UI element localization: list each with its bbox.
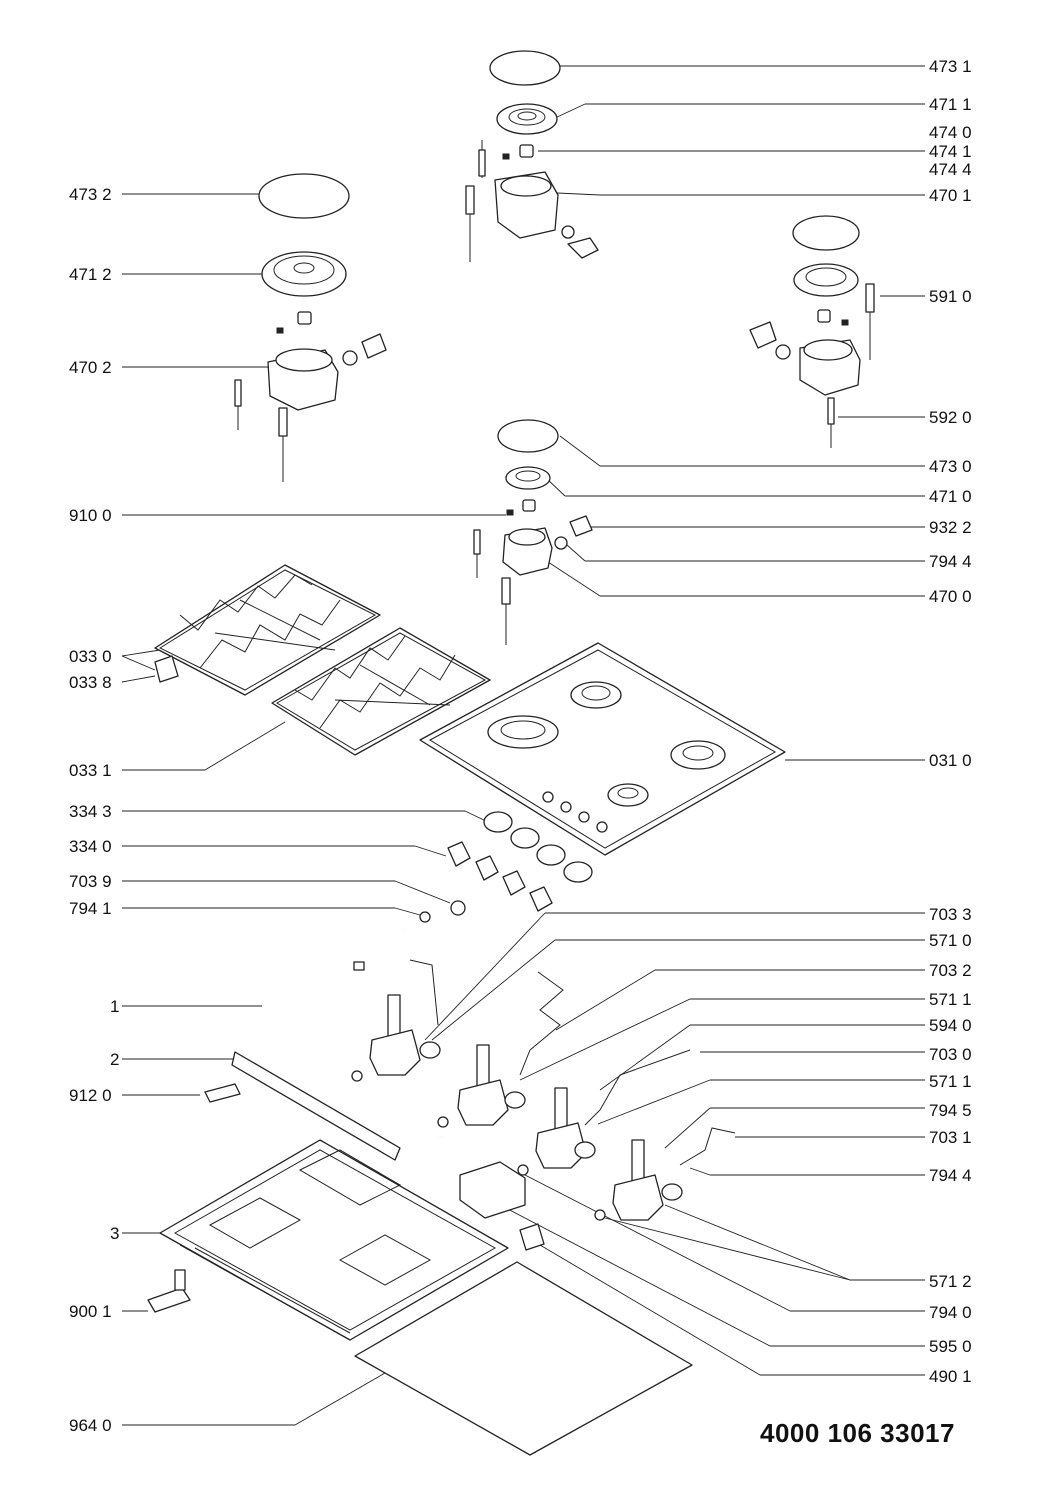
burner-crown-471-1 [496, 103, 558, 135]
gas-tap-571-0 [369, 994, 441, 1076]
gas-pipes [409, 959, 736, 1166]
label-473-1: 473 1 [929, 57, 972, 76]
burner-assembly-right [749, 215, 875, 448]
screw-912-0 [204, 1083, 241, 1103]
burner-crown-471-0 [505, 466, 551, 490]
label-334-3: 334 3 [69, 802, 112, 821]
label-033-8: 033 8 [69, 673, 112, 692]
screw-910-0 [506, 509, 514, 516]
label-470-1: 470 1 [929, 186, 972, 205]
rail-2 [204, 1051, 401, 1161]
label-595-0: 595 0 [929, 1337, 972, 1356]
hob-top-031-0 [419, 642, 786, 856]
label-470-2: 470 2 [69, 358, 112, 377]
label-900-1: 900 1 [69, 1302, 112, 1321]
label-471-1: 471 1 [929, 95, 972, 114]
label-3: 3 [110, 1224, 119, 1243]
base-tray-3 [159, 1139, 509, 1341]
label-571-1-bottom: 571 1 [929, 1072, 972, 1091]
label-474-1: 474 1 [929, 142, 972, 161]
seal-794-4 [554, 536, 568, 550]
gas-manifold-1 [259, 900, 466, 1140]
gas-tap-571-1 [457, 1044, 526, 1126]
leader-lines [121, 65, 925, 1426]
ignition-generator-595-0 [459, 1161, 545, 1251]
label-471-2: 471 2 [69, 265, 112, 284]
pan-support-left-033-0 [154, 564, 381, 696]
label-033-1: 033 1 [69, 761, 112, 780]
right-labels: 473 1 471 1 474 0 474 1 474 4 470 1 591 … [929, 57, 972, 1386]
seal-ring [561, 225, 575, 239]
left-labels: 473 2 471 2 470 2 910 0 033 0 033 8 033 … [69, 185, 119, 1435]
label-471-0: 471 0 [929, 487, 972, 506]
label-964-0: 964 0 [69, 1416, 112, 1435]
gasket-964-0 [354, 1261, 693, 1456]
foot-033-8 [154, 655, 179, 683]
label-473-2: 473 2 [69, 185, 112, 204]
label-571-2: 571 2 [929, 1272, 972, 1291]
connector-490-1 [519, 1223, 545, 1251]
label-474-0: 474 0 [929, 123, 972, 142]
label-592-0: 592 0 [929, 408, 972, 427]
label-1: 1 [110, 997, 119, 1016]
fitting-703-9 [450, 900, 466, 916]
label-910-0: 910 0 [69, 506, 112, 525]
label-334-0: 334 0 [69, 837, 112, 856]
label-2: 2 [110, 1050, 119, 1069]
label-703-0: 703 0 [929, 1045, 972, 1064]
label-591-0: 591 0 [929, 287, 972, 306]
label-033-0: 033 0 [69, 647, 112, 666]
burner-cap-473-2 [258, 173, 350, 219]
burner-cap-473-1 [489, 50, 561, 86]
label-490-1: 490 1 [929, 1367, 972, 1386]
label-473-0: 473 0 [929, 457, 972, 476]
label-912-0: 912 0 [69, 1086, 112, 1105]
electrode-592-0 [827, 397, 835, 425]
label-703-1: 703 1 [929, 1128, 972, 1147]
label-703-9: 703 9 [69, 872, 112, 891]
burner-crown-right [793, 263, 859, 297]
gas-tap-571-1b [535, 1087, 596, 1169]
burner-assembly-left [234, 173, 387, 482]
burner-crown-471-2 [261, 251, 347, 297]
gas-tap-571-2 [612, 1139, 683, 1221]
label-794-1: 794 1 [69, 899, 112, 918]
label-794-0: 794 0 [929, 1303, 972, 1322]
label-594-0: 594 0 [929, 1016, 972, 1035]
injector [297, 311, 312, 325]
label-794-4-bottom: 794 4 [929, 1166, 972, 1185]
knob [447, 841, 471, 867]
label-031-0: 031 0 [929, 751, 972, 770]
injector-474-0 [519, 144, 534, 158]
thermocouple-591-0 [865, 283, 875, 313]
label-794-4-top: 794 4 [929, 552, 972, 571]
label-703-2: 703 2 [929, 961, 972, 980]
document-number: 4000 106 33017 [760, 1418, 955, 1448]
pan-support-right-033-1 [271, 627, 491, 756]
burner-assembly-small [473, 419, 593, 645]
clip [567, 237, 599, 259]
clip-932-2 [569, 515, 593, 537]
label-571-0: 571 0 [929, 931, 972, 950]
clip-900-1 [147, 1269, 191, 1313]
knob-cap [483, 811, 513, 833]
knobs [447, 811, 593, 912]
label-932-2: 932 2 [929, 518, 972, 537]
label-703-3: 703 3 [929, 905, 972, 924]
label-571-1-top: 571 1 [929, 990, 972, 1009]
burner-cap-right [792, 215, 860, 251]
burner-cap-473-0 [497, 419, 559, 453]
seal-794-1 [419, 911, 431, 923]
label-470-0: 470 0 [929, 587, 972, 606]
burner-assembly-large-top [465, 50, 599, 262]
label-794-5: 794 5 [929, 1101, 972, 1120]
label-474-4: 474 4 [929, 160, 972, 179]
gas-taps [351, 994, 683, 1221]
